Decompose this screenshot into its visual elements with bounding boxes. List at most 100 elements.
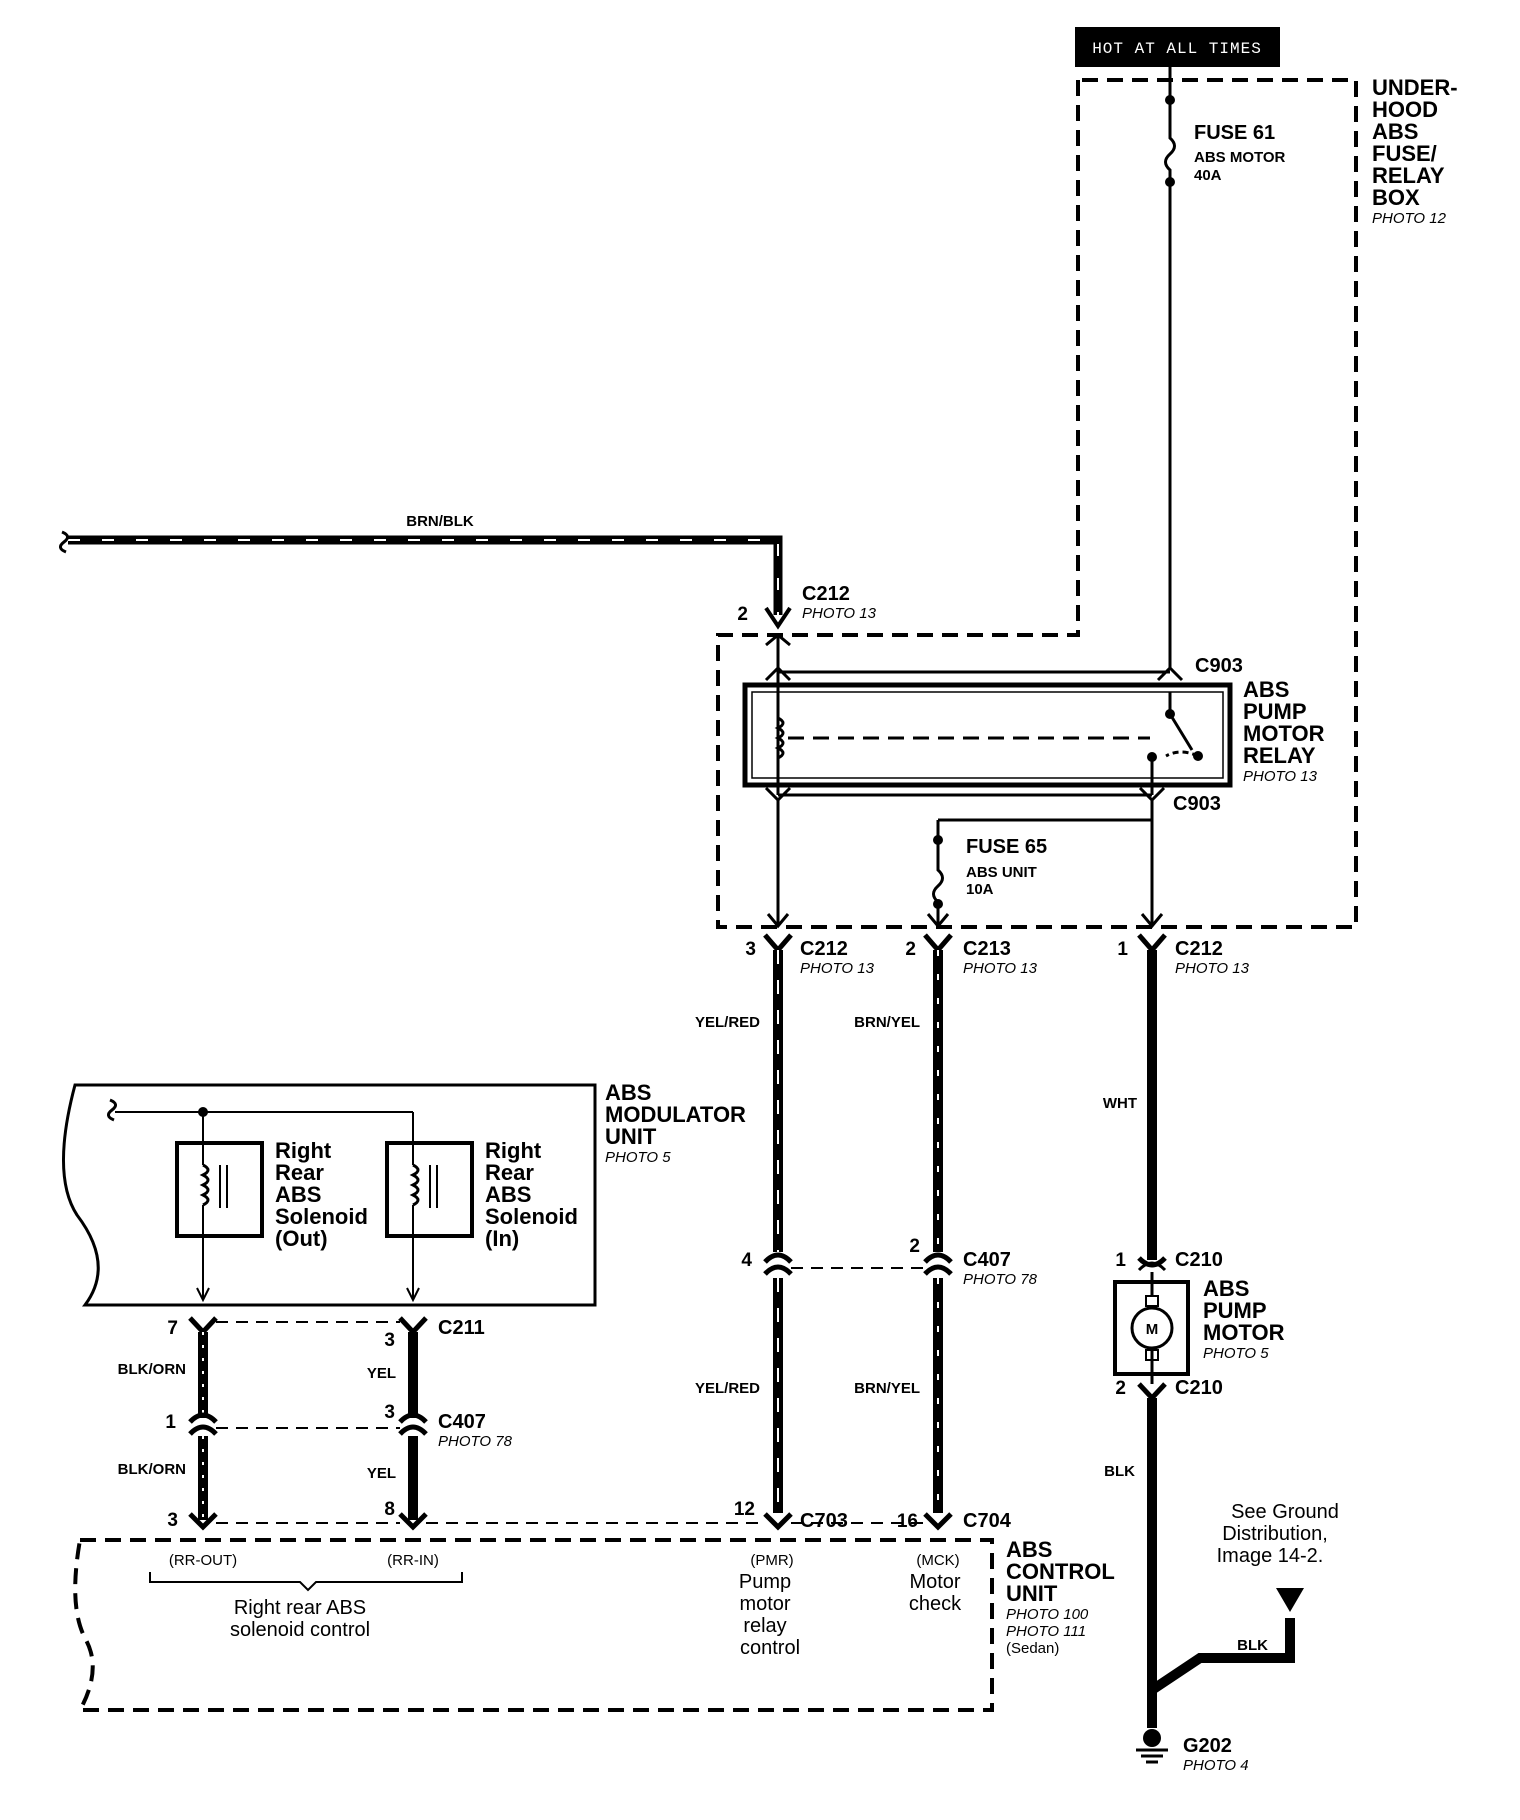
svg-text:16: 16 <box>897 1511 918 1532</box>
blk-ground-wire: BLK BLK <box>1104 1398 1304 1728</box>
svg-text:PHOTO 13: PHOTO 13 <box>802 605 877 622</box>
ground-distribution-note: See Ground Distribution, Image 14-2. <box>1217 1501 1339 1567</box>
wht-wire: WHT <box>1103 950 1157 1260</box>
svg-text:PHOTO 78: PHOTO 78 <box>963 1271 1038 1288</box>
brn-yel-wire: BRN/YEL BRN/YEL <box>854 950 943 1513</box>
svg-text:PHOTO 12: PHOTO 12 <box>1372 210 1447 227</box>
svg-text:ABS: ABS <box>605 1080 651 1105</box>
svg-text:BLK/ORN: BLK/ORN <box>118 1461 186 1478</box>
svg-text:PHOTO 13: PHOTO 13 <box>963 960 1038 977</box>
connector-c211: 7 3 C211 <box>167 1316 485 1351</box>
svg-text:MOTOR: MOTOR <box>1203 1320 1285 1345</box>
svg-text:(RR-OUT): (RR-OUT) <box>169 1552 237 1569</box>
svg-text:HOOD: HOOD <box>1372 97 1438 122</box>
svg-text:4: 4 <box>741 1250 752 1271</box>
fuse-61-desc: ABS MOTOR <box>1194 149 1286 166</box>
svg-text:Rear: Rear <box>275 1160 324 1185</box>
yel-wire: YEL YEL <box>367 1332 418 1520</box>
svg-text:(PMR): (PMR) <box>750 1552 793 1569</box>
svg-text:C212: C212 <box>1175 938 1223 960</box>
connector-c903-top: C903 <box>1195 655 1243 677</box>
svg-text:BLK/ORN: BLK/ORN <box>118 1361 186 1378</box>
svg-text:UNIT: UNIT <box>1006 1581 1058 1606</box>
svg-text:1: 1 <box>1117 939 1128 960</box>
svg-text:(RR-IN): (RR-IN) <box>387 1552 439 1569</box>
connector-c210-bottom: 2 C210 <box>1115 1377 1223 1402</box>
svg-text:PUMP: PUMP <box>1203 1298 1267 1323</box>
svg-text:motor: motor <box>739 1593 790 1615</box>
connector-bottom-row: 3 8 12 C703 16 C704 <box>167 1499 1011 1532</box>
svg-text:MODULATOR: MODULATOR <box>605 1102 746 1127</box>
svg-text:C210: C210 <box>1175 1249 1223 1271</box>
svg-text:Pump: Pump <box>739 1571 791 1593</box>
svg-text:check: check <box>909 1593 962 1615</box>
svg-text:YEL/RED: YEL/RED <box>695 1380 760 1397</box>
svg-text:2: 2 <box>909 1236 920 1257</box>
fuse-65-rating: 10A <box>966 881 994 898</box>
svg-text:RELAY: RELAY <box>1243 743 1316 768</box>
yel-red-wire: YEL/RED YEL/RED <box>695 950 783 1513</box>
connector-c212-left: 3 C212 PHOTO 13 <box>745 933 875 977</box>
motor-symbol: M <box>1146 1321 1159 1338</box>
svg-text:Solenoid: Solenoid <box>485 1204 578 1229</box>
svg-text:ABS: ABS <box>1243 677 1289 702</box>
svg-text:Solenoid: Solenoid <box>275 1204 368 1229</box>
fuse-65-name: FUSE 65 <box>966 836 1047 858</box>
svg-text:PHOTO 78: PHOTO 78 <box>438 1433 513 1450</box>
abs-pump-motor-relay: ABS PUMP MOTOR RELAY PHOTO 13 <box>742 677 1325 795</box>
svg-text:solenoid control: solenoid control <box>230 1619 370 1641</box>
svg-text:C704: C704 <box>963 1510 1012 1532</box>
svg-text:BRN/YEL: BRN/YEL <box>854 1380 920 1397</box>
connector-c213: 2 C213 PHOTO 13 <box>905 933 1038 977</box>
svg-text:C703: C703 <box>800 1510 848 1532</box>
svg-text:C211: C211 <box>438 1317 485 1339</box>
relay-internal <box>764 635 1184 795</box>
ground-g202: G202 PHOTO 4 <box>1136 1729 1249 1774</box>
svg-text:MOTOR: MOTOR <box>1243 721 1325 746</box>
svg-text:CONTROL: CONTROL <box>1006 1559 1115 1584</box>
svg-text:YEL: YEL <box>367 1365 396 1382</box>
svg-text:Distribution,: Distribution, <box>1222 1523 1328 1545</box>
svg-text:C407: C407 <box>963 1249 1011 1271</box>
underhood-fuse-relay-box: UNDER- HOOD ABS FUSE/ RELAY BOX PHOTO 12 <box>716 75 1458 929</box>
fuse-65-branch: FUSE 65 ABS UNIT 10A <box>926 800 1164 929</box>
svg-text:FUSE/: FUSE/ <box>1372 141 1437 166</box>
svg-text:BLK: BLK <box>1104 1463 1135 1480</box>
svg-text:8: 8 <box>384 1499 395 1520</box>
solenoid-out: Right Rear ABS Solenoid (Out) <box>175 1138 368 1251</box>
svg-text:relay: relay <box>743 1615 786 1637</box>
c212-left-arrow <box>766 913 790 929</box>
abs-pump-motor: M ABS PUMP MOTOR PHOTO 5 <box>1113 1272 1285 1384</box>
abs-control-unit: ABS CONTROL UNIT PHOTO 100 PHOTO 111 (Se… <box>73 1537 1115 1712</box>
svg-text:C212: C212 <box>800 938 848 960</box>
svg-text:PUMP: PUMP <box>1243 699 1307 724</box>
fuse-65-desc: ABS UNIT <box>966 864 1037 881</box>
svg-text:ABS: ABS <box>1006 1537 1052 1562</box>
svg-text:YEL: YEL <box>367 1465 396 1482</box>
svg-text:UNDER-: UNDER- <box>1372 75 1458 100</box>
svg-text:BLK: BLK <box>1237 1637 1268 1654</box>
svg-text:PHOTO 13: PHOTO 13 <box>1175 960 1250 977</box>
svg-text:ABS: ABS <box>275 1182 321 1207</box>
svg-text:(In): (In) <box>485 1226 519 1251</box>
svg-text:G202: G202 <box>1183 1735 1232 1757</box>
svg-text:ABS: ABS <box>1203 1276 1249 1301</box>
svg-text:3: 3 <box>384 1330 395 1351</box>
svg-text:2: 2 <box>905 939 916 960</box>
svg-text:12: 12 <box>734 1499 755 1520</box>
svg-text:BRN/YEL: BRN/YEL <box>854 1014 920 1031</box>
blk-orn-wire: BLK/ORN BLK/ORN <box>118 1332 208 1520</box>
svg-text:C213: C213 <box>963 938 1011 960</box>
svg-text:2: 2 <box>737 604 748 625</box>
svg-text:RELAY: RELAY <box>1372 163 1445 188</box>
connector-c212-right: 1 C212 PHOTO 13 <box>1117 933 1250 977</box>
svg-text:YEL/RED: YEL/RED <box>695 1014 760 1031</box>
svg-text:PHOTO 13: PHOTO 13 <box>1243 768 1318 785</box>
svg-text:1: 1 <box>1115 1250 1126 1271</box>
svg-text:BRN/BLK: BRN/BLK <box>406 513 474 530</box>
svg-text:3: 3 <box>384 1402 395 1423</box>
fuse-61-name: FUSE 61 <box>1194 122 1275 144</box>
svg-text:ABS: ABS <box>1372 119 1418 144</box>
svg-text:UNIT: UNIT <box>605 1124 657 1149</box>
